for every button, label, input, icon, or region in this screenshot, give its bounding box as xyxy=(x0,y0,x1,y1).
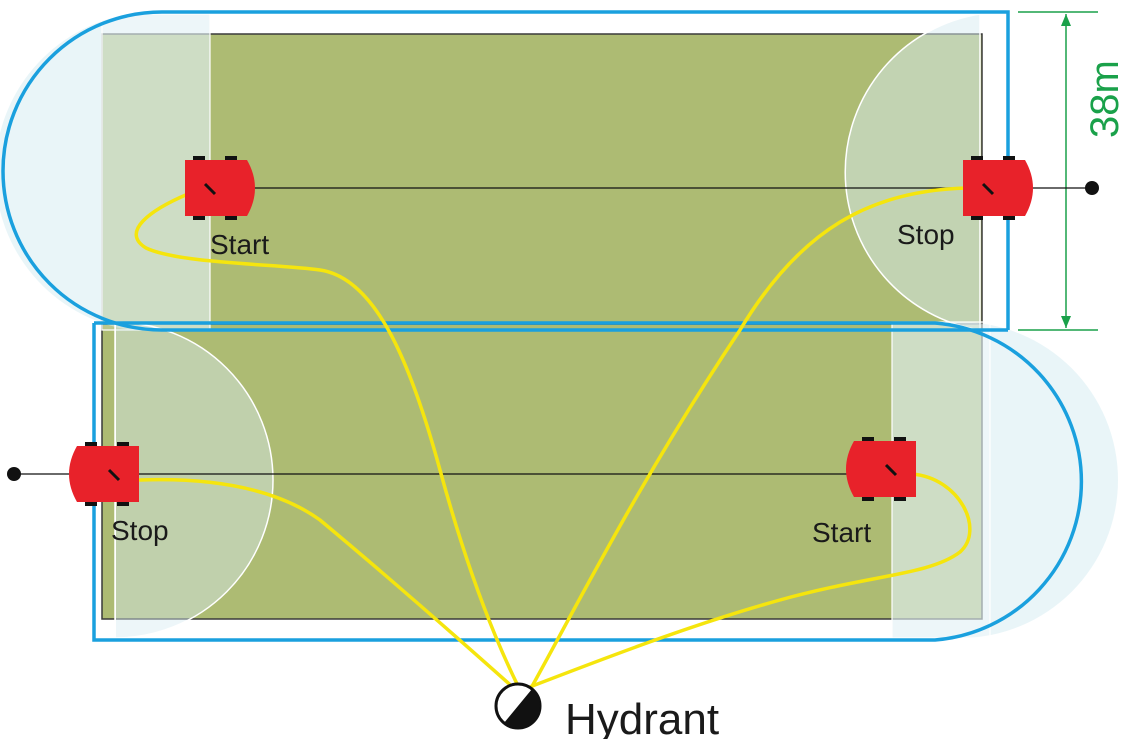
sprinkler-cart-icon xyxy=(963,156,1033,220)
hydrant-label: Hydrant xyxy=(565,695,719,739)
anchor-post-icon xyxy=(7,467,21,481)
dimension-label: 38m xyxy=(1083,60,1127,138)
anchor-post-icon xyxy=(1085,181,1099,195)
hydrant-icon xyxy=(494,682,542,730)
dimension-marker xyxy=(1018,11,1098,331)
field-bottom xyxy=(101,323,983,620)
supply-hoses xyxy=(134,186,972,692)
sprinkler-cart-icon xyxy=(69,442,139,506)
label-bottom-left: Stop xyxy=(111,515,169,546)
sprinkler-cart-icon xyxy=(846,437,916,501)
sprinkler-cart-icon xyxy=(185,156,255,220)
coverage-top-right xyxy=(844,13,981,331)
label-bottom-right: Start xyxy=(812,517,871,548)
label-top-right: Stop xyxy=(897,219,955,250)
label-top-left: Start xyxy=(210,229,269,260)
travel-track xyxy=(1,10,1084,642)
